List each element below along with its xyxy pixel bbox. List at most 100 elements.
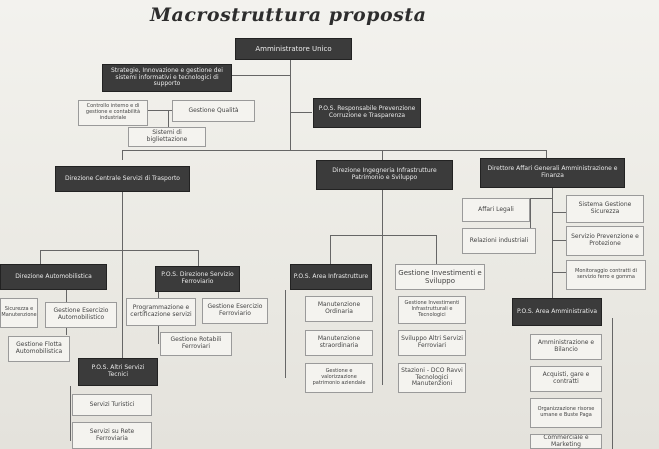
box-label: Sviluppo Altri Servizi Ferroviari: [401, 335, 463, 349]
box-label: Amministratore Unico: [255, 44, 332, 53]
box-label: Gestione e valorizzazione patrimonio azi…: [312, 368, 366, 386]
box-label: Manutenzione straordinaria: [317, 335, 361, 349]
connector-line: [168, 110, 169, 128]
stazioni-box: Stazioni - DCO Ravvi Tecnologici Manuten…: [398, 363, 466, 393]
box-label: Gestione Investimenti Infrastrutturali e…: [404, 300, 460, 318]
box-label: Monitoraggio contratti di servizio ferro…: [575, 268, 637, 280]
servizio-prevenzione-box: Servizio Prevenzione e Protezione: [566, 226, 644, 256]
box-label: Servizi su Rete Ferroviaria: [89, 427, 135, 442]
rpct-box: P.O.S. Responsabile Prevenzione Corruzio…: [313, 98, 421, 128]
connector-line: [382, 150, 383, 160]
connector-line: [552, 240, 566, 241]
sviluppo-altri-box: Sviluppo Altri Servizi Ferroviari: [398, 330, 466, 356]
manutenzione-ordinaria-box: Manutenzione Ordinaria: [305, 296, 373, 322]
commerciale-box: Commerciale e Marketing: [530, 434, 602, 449]
box-label: P.O.S. Area Infrastrutture: [293, 272, 369, 280]
connector-line: [122, 150, 123, 160]
box-label: Programmazione e certificazione servizi: [130, 304, 192, 318]
box-label: Gestione Rotabili Ferroviari: [170, 336, 222, 350]
direzione-affari-box: Direttore Affari Generali Amministrazion…: [480, 158, 625, 188]
connector-line: [530, 198, 531, 250]
gestione-investimenti-box: Gestione Investimenti e Sviluppo: [395, 264, 485, 290]
servizi-rete-box: Servizi su Rete Ferroviaria: [72, 422, 152, 449]
area-infrastrutture-box: P.O.S. Area Infrastrutture: [290, 264, 372, 290]
page-title: Macrostruttura proposta: [150, 4, 427, 26]
box-label: Servizio Prevenzione e Protezione: [571, 233, 639, 247]
servizi-turistici-box: Servizi Turistici: [72, 394, 152, 416]
box-label: Direzione Automobilistica: [15, 272, 92, 280]
connector-line: [552, 188, 553, 298]
amministratore-unico-box: Amministratore Unico: [235, 38, 352, 60]
connector-line: [546, 150, 547, 160]
sistema-gestione-box: Sistema Gestione Sicurezza: [566, 195, 644, 223]
connector-line: [330, 235, 436, 236]
box-label: Organizzazione risorse umane e Buste Pag…: [537, 406, 595, 418]
box-label: Direttore Affari Generali Amministrazion…: [487, 165, 618, 179]
altri-servizi-box: P.O.S. Altri Servizi Tecnici: [78, 358, 158, 386]
box-label: Commerciale e Marketing: [543, 434, 589, 448]
ferro-rotabili-box: Gestione Rotabili Ferroviari: [160, 332, 232, 356]
ferro-esercizio-box: Gestione Esercizio Ferroviario: [202, 298, 268, 324]
direzione-ingegneria-box: Direzione Ingegneria Infrastrutture Patr…: [316, 160, 453, 190]
box-label: Direzione Ingegneria Infrastrutture Patr…: [332, 167, 437, 181]
relazioni-industriali-box: Relazioni industriali: [462, 228, 536, 254]
box-label: Relazioni industriali: [469, 236, 529, 244]
connector-line: [40, 250, 41, 264]
box-label: P.O.S. Altri Servizi Tecnici: [91, 364, 145, 378]
organizzazione-box: Organizzazione risorse umane e Buste Pag…: [530, 398, 602, 428]
area-automobilistica-box: Direzione Automobilistica: [0, 264, 107, 290]
connector-line: [40, 250, 198, 251]
box-label: Amministrazione e Bilancio: [537, 339, 595, 353]
manutenzione-straordinaria-box: Manutenzione straordinaria: [305, 330, 373, 356]
auto-esercizio-box: Gestione Esercizio Automobilistico: [45, 302, 117, 328]
box-label: Acquisti, gare e contratti: [542, 371, 590, 385]
connector-line: [122, 192, 123, 250]
box-label: Servizi Turistici: [89, 400, 135, 408]
box-label: Sistemi di bigliettazione: [146, 129, 188, 143]
affari-legali-box: Affari Legali: [462, 198, 530, 222]
ferro-programmazione-box: Programmazione e certificazione servizi: [126, 298, 196, 326]
connector-line: [122, 250, 123, 358]
connector-line: [122, 150, 547, 151]
box-label: Gestione Esercizio Automobilistico: [53, 307, 109, 321]
box-label: Gestione Investimenti e Sviluppo: [398, 268, 482, 285]
strategie-box: Strategie, Innovazione e gestione dei si…: [102, 64, 232, 92]
direzione-trasporto-box: Direzione Centrale Servizi di Trasporto: [55, 166, 190, 192]
connector-line: [530, 198, 552, 199]
monitoraggio-box: Monitoraggio contratti di servizio ferro…: [566, 260, 646, 290]
controllo-interno-box: Controllo interno e di gestione e contab…: [78, 100, 148, 126]
box-label: Stazioni - DCO Ravvi Tecnologici Manuten…: [401, 366, 463, 388]
connector-line: [382, 190, 383, 385]
box-label: Sistema Gestione Sicurezza: [578, 201, 632, 215]
connector-line: [436, 235, 437, 265]
box-label: Manutenzione Ordinaria: [317, 301, 361, 315]
connector-line: [330, 235, 331, 265]
box-label: Controllo interno e di gestione e contab…: [85, 103, 141, 121]
box-label: Sicurezza e Manutenzione: [1, 306, 37, 318]
gestione-qualita-box: Gestione Qualità: [172, 100, 255, 122]
connector-line: [285, 290, 286, 378]
connector-line: [70, 386, 71, 441]
auto-sicurezza-box: Sicurezza e Manutenzione: [0, 298, 38, 328]
box-label: P.O.S. Area Amministrativa: [516, 307, 598, 315]
connector-line: [552, 272, 566, 273]
connector-line: [290, 112, 312, 113]
area-amministrativa-box: P.O.S. Area Amministrativa: [512, 298, 602, 326]
box-label: P.O.S. Responsabile Prevenzione Corruzio…: [318, 105, 416, 119]
connector-line: [612, 318, 613, 449]
auto-flotta-box: Gestione Flotta Automobilistica: [8, 336, 70, 362]
bigliettazione-box: Sistemi di bigliettazione: [128, 127, 206, 147]
connector-line: [552, 212, 566, 213]
box-label: Gestione Esercizio Ferroviario: [207, 303, 263, 317]
box-label: Gestione Flotta Automobilistica: [15, 341, 63, 355]
box-label: Strategie, Innovazione e gestione dei si…: [111, 66, 223, 88]
box-label: Direzione Centrale Servizi di Trasporto: [65, 174, 180, 182]
connector-line: [232, 75, 290, 76]
connector-line: [198, 250, 199, 266]
acquisti-box: Acquisti, gare e contratti: [530, 366, 602, 392]
gestione-patrimonio-box: Gestione e valorizzazione patrimonio azi…: [305, 363, 373, 393]
amministrazione-bilancio-box: Amministrazione e Bilancio: [530, 334, 602, 360]
box-label: Gestione Qualità: [188, 106, 239, 114]
investimenti-infrastrutturali-box: Gestione Investimenti Infrastrutturali e…: [398, 296, 466, 324]
